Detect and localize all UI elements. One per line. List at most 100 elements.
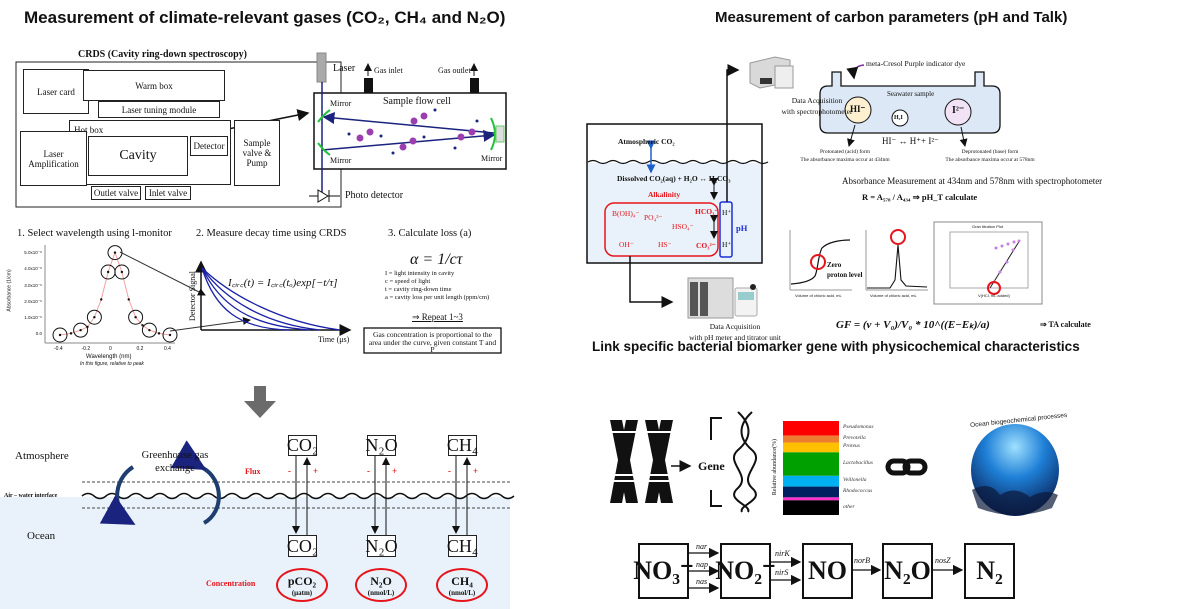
- exchange-arrow-left: [99, 465, 136, 525]
- base-form-label-1: Deprotonated (base) form: [961, 149, 1019, 155]
- abundance-segment: [783, 421, 839, 436]
- gene-nap: nap: [696, 560, 708, 569]
- mirror-bottom-label: Mirror: [330, 156, 352, 165]
- ph-label: pH: [736, 223, 748, 233]
- taxon-label: Lactobacillus: [843, 460, 873, 467]
- laser-card-box: Laser card: [23, 69, 89, 114]
- seawater-sample-label: Seawater sample: [887, 90, 935, 98]
- atmosphere-label: Atmosphere: [15, 450, 69, 462]
- alkalinity-label: Alkalinity: [648, 190, 681, 199]
- absorbance-point: [69, 332, 73, 335]
- titration-curve-plot: [789, 230, 852, 291]
- absorbance-y-tick: 5.0x10⁻⁶: [24, 250, 42, 256]
- step3-definition: t = cavity ring-down time: [385, 286, 452, 293]
- wavelength-x-tick: 0: [109, 346, 112, 352]
- greenhouse-exchange-label: Greenhouse gas exchange: [141, 450, 209, 474]
- crds-title: CRDS (Cavity ring-down spectroscopy): [78, 49, 247, 60]
- concentration-unit: (nmol/L): [367, 588, 395, 597]
- flux-plus: +: [392, 466, 398, 476]
- flux-plus: +: [473, 466, 479, 476]
- titrator-label-1: Data Acquisition: [709, 322, 761, 331]
- node-no: NO: [802, 543, 853, 599]
- absorbance-y-tick: 1.0x10⁻⁶: [24, 314, 42, 320]
- relative-abundance-axis-label: Relative abundance(%): [772, 438, 778, 496]
- ocean-gas-box: CO₂: [286, 535, 319, 557]
- taxon-label: other: [843, 503, 855, 510]
- absorbance-point: [168, 333, 172, 337]
- air-water-interface-label: Air – water interface: [4, 493, 58, 499]
- selected-point-circle: [114, 264, 130, 280]
- atmosphere-gas-box: CH₄: [446, 435, 479, 456]
- abundance-segment: [783, 442, 839, 453]
- hi-species: [844, 96, 872, 124]
- species-hs: HS⁻: [658, 240, 672, 249]
- wavelength-x-tick: -0.4: [54, 346, 63, 352]
- absorbance-point: [100, 298, 103, 301]
- wavelength-axis-label: Wavelength (nm): [86, 354, 132, 360]
- flux-minus: -: [288, 466, 291, 476]
- h2i-label: H₂I: [894, 115, 903, 121]
- gran-function-formula: GF = (v + V₀)/V₀ * 10^((E−Eₖ)/a): [836, 319, 990, 331]
- absorbance-measurement-text: Absorbance Measurement at 434nm and 578n…: [842, 176, 1103, 186]
- taxon-label: Prevotella: [843, 435, 866, 442]
- absorbance-point: [58, 333, 62, 337]
- ocean-label: Ocean: [27, 530, 56, 542]
- decay-plot: [195, 260, 352, 336]
- absorbance-point: [113, 251, 117, 254]
- mirror-top: [317, 109, 331, 123]
- absorbance-point: [134, 316, 137, 319]
- loss-formula: α = 1/cτ: [410, 251, 463, 268]
- taxon-label: Proteus: [843, 443, 860, 450]
- ocean-gas-box: N₂O: [365, 535, 398, 557]
- hot-box-label: Hot box: [74, 125, 104, 135]
- flux-plus: +: [313, 466, 319, 476]
- abundance-segment: [783, 497, 839, 501]
- ph-box: [719, 201, 733, 258]
- gas-outlet-label: Gas outlet: [438, 66, 471, 75]
- absorbance-point: [120, 270, 124, 274]
- i2-label: I²⁻: [952, 105, 965, 116]
- spectrophotometer-label-1: Data Acquisition: [791, 96, 843, 105]
- inlet-valve-box: Inlet valve: [145, 186, 191, 200]
- gene-nosz: nosZ: [935, 556, 951, 565]
- absorbance-point: [141, 324, 144, 327]
- ocean-gas-box: CH₄: [446, 535, 479, 557]
- sample-valve-pump-box: Sample valve & Pump: [234, 120, 280, 186]
- taxon-label: Pseudomonas: [843, 424, 874, 431]
- wavelength-x-tick: 0.2: [136, 346, 144, 352]
- absorbance-line: [59, 251, 171, 336]
- absorbance-plot: [44, 245, 178, 344]
- species-oh: OH⁻: [619, 240, 634, 249]
- absorbance-point: [93, 316, 96, 319]
- absorbance-y-tick: 3.0x10⁻⁶: [24, 282, 42, 288]
- absorbance-point: [127, 298, 130, 301]
- gene-nirs: nirS: [775, 568, 789, 577]
- abundance-segment: [783, 500, 839, 515]
- alkalinity-box: [604, 202, 719, 257]
- abundance-bar: [783, 421, 839, 515]
- abundance-segment: [783, 486, 839, 498]
- concentration-ellipse: CH₄(nmol/L): [436, 568, 488, 602]
- mirror-right: [490, 117, 496, 151]
- abundance-segment: [783, 475, 839, 487]
- h-plus-bottom: H⁺: [722, 240, 732, 249]
- node-n2: N₂: [964, 543, 1015, 599]
- wavelength-x-tick: -0.2: [81, 346, 91, 352]
- detector-signal-axis-label: Detector Signal: [188, 271, 197, 321]
- plot2-x-label: Volume of chloric acid, mL: [870, 293, 917, 298]
- derivative-plot: [865, 229, 928, 291]
- selected-point-circle: [86, 309, 102, 325]
- selected-point-circle: [162, 327, 178, 343]
- plot1-x-label: Volume of chloric acid, mL: [795, 293, 842, 298]
- selected-point-circle: [141, 322, 157, 338]
- spectrophotometer-icon: [749, 56, 794, 89]
- step3-definition: a = cavity loss per unit length (ppm/cm): [385, 294, 490, 301]
- step3-definition: I = light intensity in cavity: [385, 270, 455, 277]
- flux-minus: -: [367, 466, 370, 476]
- repeat-label: ⇒ Repeat 1~3: [412, 312, 463, 322]
- dissolved-co2-equation: Dissolved CO₂(aq) + H₂O ↔ H₂CO₃: [617, 174, 731, 183]
- spectrophotometer-label-2: with spectrophotometer: [781, 107, 853, 116]
- laser-source: [316, 52, 327, 83]
- i2-species: [944, 98, 972, 126]
- titrator-label-2: with pH meter and titrator unit: [689, 333, 781, 342]
